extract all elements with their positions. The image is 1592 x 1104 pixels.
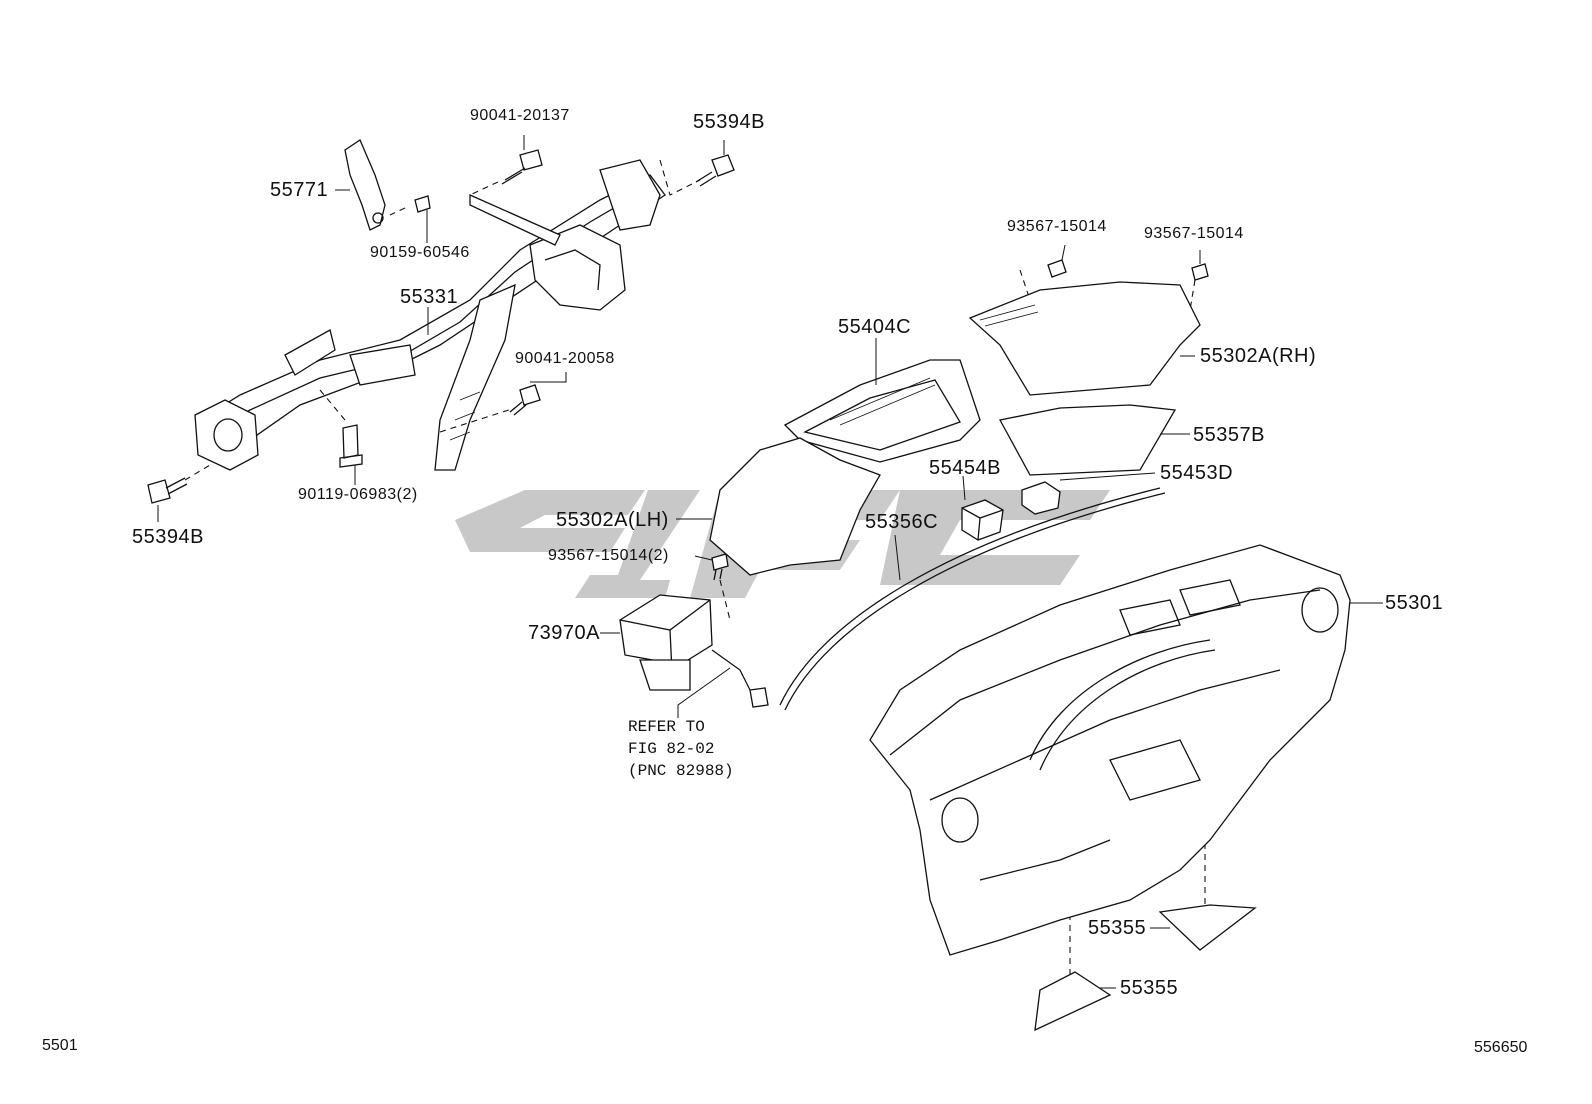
label-55302a-lh: 55302A(LH) bbox=[556, 509, 669, 531]
cap-55454b bbox=[961, 481, 1061, 541]
reference-note: REFER TO FIG 82-02 (PNC 82988) bbox=[628, 716, 734, 782]
pieces-55355 bbox=[1034, 904, 1257, 1032]
label-55771: 55771 bbox=[270, 179, 329, 201]
cluster-hood-55404c bbox=[783, 359, 981, 463]
footer-right-code: 556650 bbox=[1474, 1039, 1528, 1056]
label-55331: 55331 bbox=[400, 286, 459, 308]
label-93567-15014-a: 93567-15014 bbox=[1007, 218, 1107, 235]
label-90119-06983: 90119-06983(2) bbox=[298, 486, 418, 503]
label-55301: 55301 bbox=[1385, 592, 1444, 614]
footer-left-code: 5501 bbox=[42, 1037, 78, 1054]
label-55394b-left: 55394B bbox=[132, 526, 204, 548]
label-55404c: 55404C bbox=[838, 316, 912, 338]
label-93567-15014-2: 93567-15014(2) bbox=[548, 547, 669, 564]
reference-note-line1: REFER TO bbox=[628, 718, 705, 736]
label-55394b-top: 55394B bbox=[693, 111, 765, 133]
label-73970a: 73970A bbox=[528, 622, 600, 644]
label-90159-60546: 90159-60546 bbox=[370, 244, 470, 261]
label-55357b: 55357B bbox=[1193, 424, 1265, 446]
bracket-55771 bbox=[344, 139, 386, 231]
label-55453d: 55453D bbox=[1160, 462, 1234, 484]
weatherstrip-55356c bbox=[779, 487, 1166, 711]
label-55356c: 55356C bbox=[865, 511, 939, 533]
label-55454b: 55454B bbox=[929, 457, 1001, 479]
label-93567-15014-b: 93567-15014 bbox=[1144, 225, 1244, 242]
label-55355-b: 55355 bbox=[1120, 977, 1179, 999]
reference-note-line2: FIG 82-02 bbox=[628, 740, 715, 758]
label-55302a-rh: 55302A(RH) bbox=[1200, 345, 1317, 367]
label-55355-a: 55355 bbox=[1088, 917, 1147, 939]
label-90041-20137: 90041-20137 bbox=[470, 107, 570, 124]
label-90041-20058: 90041-20058 bbox=[515, 350, 615, 367]
pad-55357b bbox=[999, 404, 1177, 476]
leader-lines bbox=[157, 135, 1383, 989]
instrument-panel-55301 bbox=[869, 544, 1351, 956]
airbag-73970a bbox=[619, 594, 769, 708]
upper-cover-55302a-rh bbox=[968, 281, 1201, 396]
steering-support-55331 bbox=[194, 159, 666, 471]
lower-cover-55302a-lh bbox=[709, 437, 881, 576]
reference-note-line3: (PNC 82988) bbox=[628, 762, 734, 780]
